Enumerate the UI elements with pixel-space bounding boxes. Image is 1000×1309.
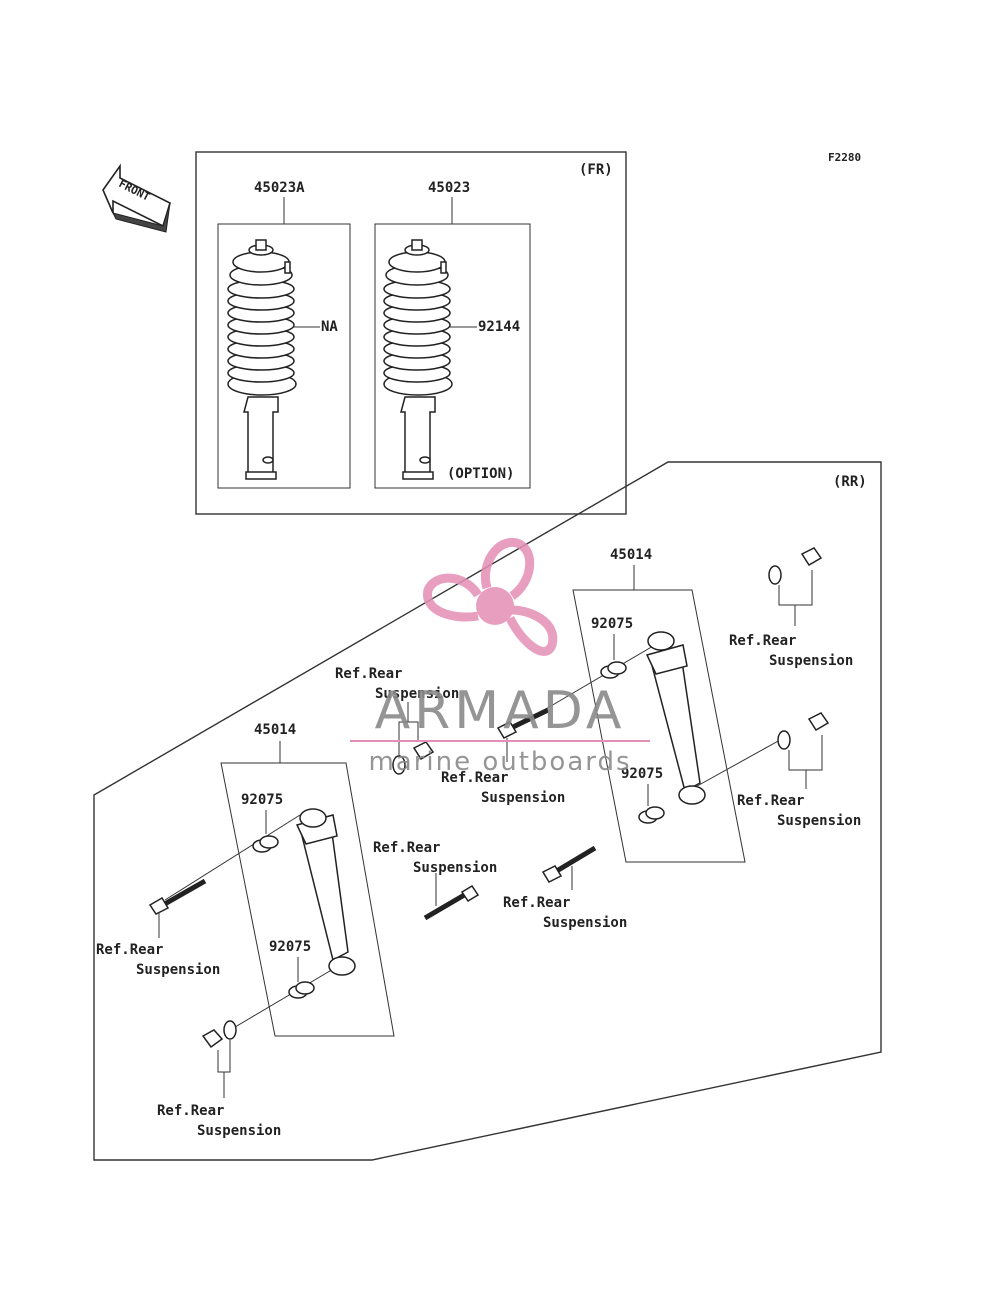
ref-left-upper-bolt-line2: Suspension xyxy=(136,962,220,978)
rear-right-lower-bushing-icon xyxy=(638,806,665,824)
rear-assy-left-number: 45014 xyxy=(254,722,296,738)
front-arrow-icon: FRONT xyxy=(102,163,171,233)
front-spring-left xyxy=(227,279,295,383)
armada-logo-icon xyxy=(423,537,558,656)
rear-right-lower-nut-icon xyxy=(777,712,830,750)
rear-left-upper-bolt-icon xyxy=(148,878,207,915)
front-assy-right-frame xyxy=(374,223,531,489)
ref-right-upper-bolt-line2: Suspension xyxy=(481,790,565,806)
front-spring-right-number: 92144 xyxy=(478,319,520,335)
front-assy-left-number: 45023A xyxy=(254,180,305,196)
figure-id: F2280 xyxy=(828,151,861,164)
rear-right-upper-bushing-icon xyxy=(600,661,627,679)
ref-left-upper-nut-line2: Suspension xyxy=(375,686,459,702)
rear-assy-right-frame xyxy=(572,589,746,863)
ref-right-lower-bolt-line2: Suspension xyxy=(543,915,627,931)
rear-left-lower-nut-icon xyxy=(201,1020,237,1049)
ref-left-lower-bolt-line1: Ref.Rear xyxy=(373,840,440,856)
ref-left-lower-nut-line2: Suspension xyxy=(197,1123,281,1139)
rear-left-upper-bushing-number: 92075 xyxy=(241,792,283,808)
ref-right-upper-bolt-line1: Ref.Rear xyxy=(441,770,508,786)
front-shock-right-icon xyxy=(383,239,453,480)
rear-right-lower-bolt-icon xyxy=(541,845,597,883)
rear-left-upper-bushing-icon xyxy=(252,835,279,853)
front-shock-left-icon xyxy=(227,239,297,480)
option-label: (OPTION) xyxy=(447,466,514,482)
front-assy-left-frame xyxy=(217,223,351,489)
rear-shock-right-icon xyxy=(509,631,781,805)
rear-left-lower-bushing-number: 92075 xyxy=(269,939,311,955)
rear-assy-right-number: 45014 xyxy=(610,547,652,563)
ref-right-lower-nut-line1: Ref.Rear xyxy=(737,793,804,809)
front-spring-right xyxy=(383,279,451,383)
ref-right-lower-bolt-line1: Ref.Rear xyxy=(503,895,570,911)
ref-left-lower-nut-line1: Ref.Rear xyxy=(157,1103,224,1119)
rear-assy-left-frame xyxy=(220,762,395,1037)
ref-left-upper-bolt-line1: Ref.Rear xyxy=(96,942,163,958)
ref-left-lower-bolt-line2: Suspension xyxy=(413,860,497,876)
rear-shock-left-icon xyxy=(164,808,356,1031)
watermark-brand: ARMADA xyxy=(375,681,626,741)
rear-right-upper-bushing-number: 92075 xyxy=(591,616,633,632)
rear-left-upper-nut-icon xyxy=(392,741,435,775)
rear-right-upper-nut-icon xyxy=(768,547,823,585)
rear-right-lower-bushing-number: 92075 xyxy=(621,766,663,782)
rear-right-upper-bolt-icon xyxy=(496,707,550,739)
watermark-tagline: marine outboards xyxy=(368,747,631,777)
ref-left-upper-nut-line1: Ref.Rear xyxy=(335,666,402,682)
front-assy-right-number: 45023 xyxy=(428,180,470,196)
rear-left-lower-bolt-icon xyxy=(423,884,480,921)
rear-section-label: (RR) xyxy=(833,474,867,490)
rear-section-frame xyxy=(93,461,882,1161)
front-section-frame xyxy=(195,151,627,515)
front-spring-left-number: NA xyxy=(321,319,338,335)
ref-right-upper-nut-line1: Ref.Rear xyxy=(729,633,796,649)
rear-left-lower-bushing-icon xyxy=(288,981,315,999)
ref-right-lower-nut-line2: Suspension xyxy=(777,813,861,829)
front-section-label: (FR) xyxy=(579,162,613,178)
ref-right-upper-nut-line2: Suspension xyxy=(769,653,853,669)
